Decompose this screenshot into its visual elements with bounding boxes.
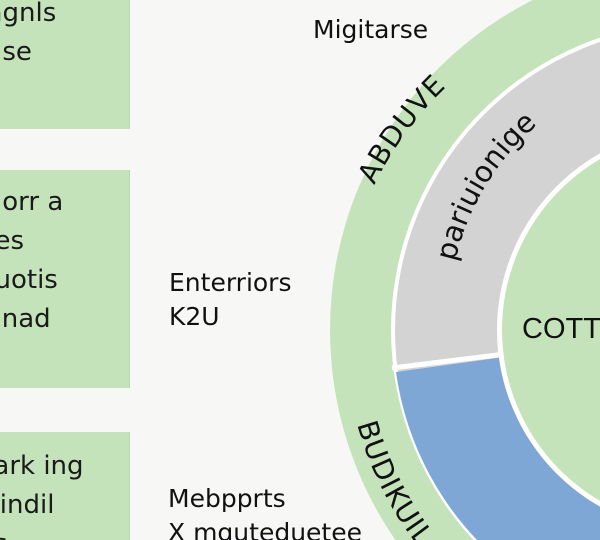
label-middle-line-1: Enterriors [169,268,292,297]
left-box-3: vark ing s indil es [0,432,130,540]
label-bottom-line-2: X mguteduetee [168,518,362,540]
inner-circle [502,159,600,501]
left-box-1: -jagnls ouse [0,0,130,129]
label-top: Migitarse [313,13,428,47]
left-box-2-line-1: e orr a [0,187,64,217]
label-middle-line-2: K2U [169,302,220,331]
left-box-2-line-4: dinad [0,304,51,334]
left-box-1-line-1: -jagnls [0,0,57,28]
label-bottom: Mebpprts X mguteduetee [168,482,362,540]
left-box-3-line-1: vark ing [0,451,84,481]
left-box-3-line-3: es [0,525,84,540]
label-top-line-1: Migitarse [313,15,429,44]
left-box-2-line-3: quotis [0,265,58,295]
left-box-3-line-2: s indil [0,490,55,520]
left-box-1-line-2: ouse [0,37,32,67]
inner-circle-label: COTT [522,313,600,345]
label-middle: Enterriors K2U [169,266,292,334]
left-box-2: e orr a des quotis dinad [0,170,130,388]
left-box-2-line-2: des [0,226,25,256]
label-bottom-line-1: Mebpprts [168,484,286,513]
